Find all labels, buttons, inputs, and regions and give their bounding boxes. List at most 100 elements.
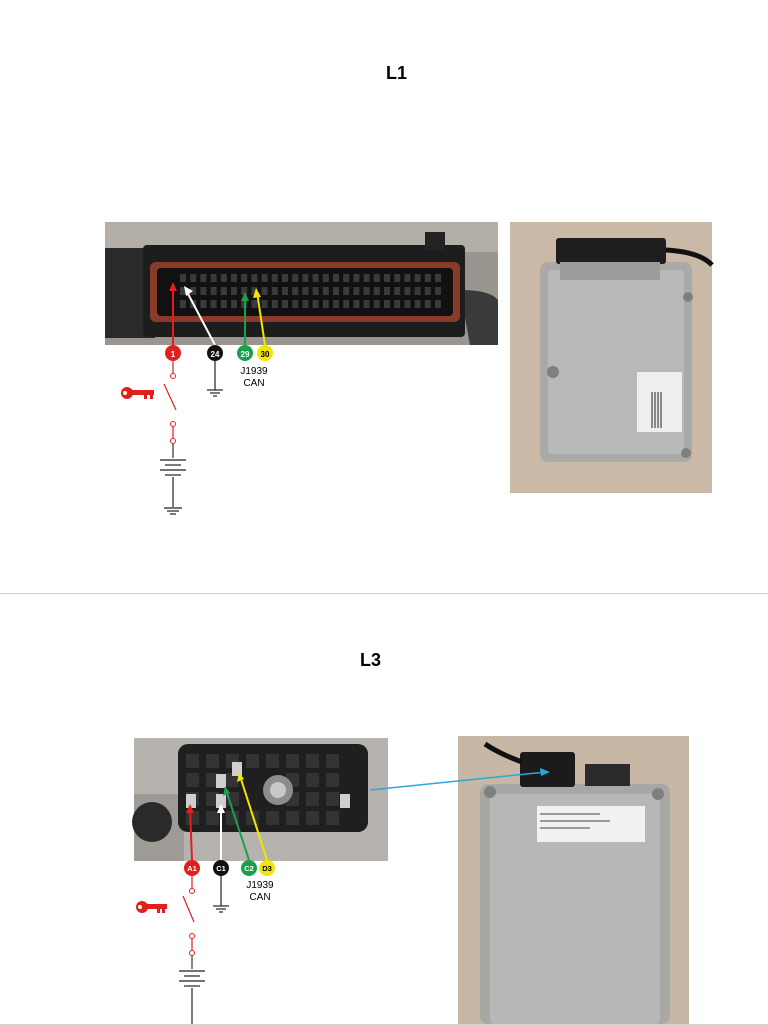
- l3-diagram: A1 C1 C2 D3: [132, 736, 689, 1024]
- connector-pin: [220, 287, 227, 295]
- connector-pin: [231, 274, 237, 282]
- connector-pin: [261, 287, 268, 295]
- connector-pin: [322, 300, 329, 308]
- connector-cavity: [306, 754, 319, 768]
- connector-cavity: [266, 811, 279, 825]
- pin-badges: 1 24 29 30: [165, 345, 273, 361]
- switch-symbol: [163, 383, 177, 411]
- connector-photo: [132, 738, 388, 861]
- pin-badge-29: [237, 345, 253, 361]
- connector-pin: [424, 300, 431, 308]
- svg-text:D3: D3: [262, 864, 272, 873]
- connector-cavity: [326, 773, 339, 787]
- connector-pin: [363, 300, 370, 308]
- connector-cavity: [186, 754, 199, 768]
- connector-pin: [343, 274, 350, 282]
- connector-pin: [322, 274, 329, 282]
- connector-pin: [302, 274, 309, 282]
- connector-pin: [180, 287, 186, 295]
- connector-pin: [322, 287, 329, 295]
- connector-pin: [292, 274, 299, 282]
- connector-cavity: [286, 811, 299, 825]
- connector-cavity: [206, 811, 219, 825]
- connector-pin: [271, 274, 278, 282]
- connector-pin: [282, 300, 288, 308]
- connector-pin: [190, 287, 197, 295]
- connector-pin: [404, 274, 411, 282]
- slide-title: L3: [360, 650, 382, 670]
- connector-pin: [261, 300, 268, 308]
- connector-pin: [251, 287, 258, 295]
- connector-pin: [394, 287, 401, 295]
- connector-cavity: [226, 773, 239, 787]
- connector-pin: [231, 287, 237, 295]
- connector-pin: [302, 300, 309, 308]
- connector-cavity: [286, 754, 299, 768]
- connector-pin: [180, 274, 186, 282]
- key-icon: [121, 387, 154, 399]
- connector-cavity: [326, 811, 339, 825]
- slide-l1: L1: [0, 63, 768, 594]
- connector-photo: [105, 222, 498, 345]
- ground-symbol: [207, 389, 223, 397]
- svg-text:A1: A1: [187, 864, 197, 873]
- connector-pin: [404, 287, 411, 295]
- connector-pin: [384, 287, 390, 295]
- connector-pin: [414, 300, 421, 308]
- switch-symbol: [182, 895, 195, 923]
- connector-pin: [251, 274, 258, 282]
- connector-pin: [200, 300, 207, 308]
- connector-pin: [220, 300, 227, 308]
- svg-text:C1: C1: [216, 864, 226, 873]
- pin-badges: A1 C1 C2 D3: [184, 860, 275, 876]
- slide-title: L1: [386, 63, 408, 83]
- connector-cavity: [306, 792, 319, 806]
- connector-pin: [241, 274, 248, 282]
- battery-symbol: [160, 459, 186, 507]
- connector-pin: [435, 274, 441, 282]
- ground-symbol: [164, 507, 182, 515]
- connector-pin: [220, 274, 227, 282]
- connector-pin: [414, 274, 421, 282]
- connector-pin: [373, 274, 380, 282]
- connector-pin: [282, 287, 288, 295]
- pin-badge-a1: [184, 860, 200, 876]
- connector-pin: [312, 287, 319, 295]
- connector-cavity: [326, 792, 339, 806]
- connector-cavity: [206, 773, 219, 787]
- connector-cavity: [206, 792, 219, 806]
- connector-cavity: [306, 773, 319, 787]
- connector-pin: [394, 300, 401, 308]
- connector-pin: [251, 300, 258, 308]
- connector-pin: [414, 287, 421, 295]
- slide-l3: L3: [0, 594, 768, 1025]
- connector-pin: [373, 300, 380, 308]
- connector-pin: [210, 300, 217, 308]
- svg-text:29: 29: [241, 350, 250, 359]
- ecu-photo: [458, 736, 689, 1024]
- key-icon: [136, 901, 167, 913]
- svg-text:C2: C2: [244, 864, 254, 873]
- connector-pin: [424, 274, 431, 282]
- l1-diagram: 1 24 29 30: [105, 222, 714, 515]
- connector-pin: [333, 274, 339, 282]
- can-label: J1939 CAN: [246, 880, 274, 903]
- connector-pin: [261, 274, 268, 282]
- connector-pin: [241, 287, 248, 295]
- connector-pin: [353, 274, 360, 282]
- connector-cavity: [246, 754, 259, 768]
- pin-badge-1: [165, 345, 181, 361]
- connector-cavity: [186, 811, 199, 825]
- svg-text:24: 24: [211, 350, 220, 359]
- pin-badge-d3: [259, 860, 275, 876]
- connector-pin: [210, 274, 217, 282]
- pin-badge-c2: [241, 860, 257, 876]
- connector-pin: [271, 300, 278, 308]
- connector-pin: [333, 287, 339, 295]
- connector-pin: [292, 287, 299, 295]
- connector-pin: [394, 274, 401, 282]
- connector-pin: [333, 300, 339, 308]
- connector-cavity: [206, 754, 219, 768]
- connector-pin: [435, 300, 441, 308]
- connector-pin: [424, 287, 431, 295]
